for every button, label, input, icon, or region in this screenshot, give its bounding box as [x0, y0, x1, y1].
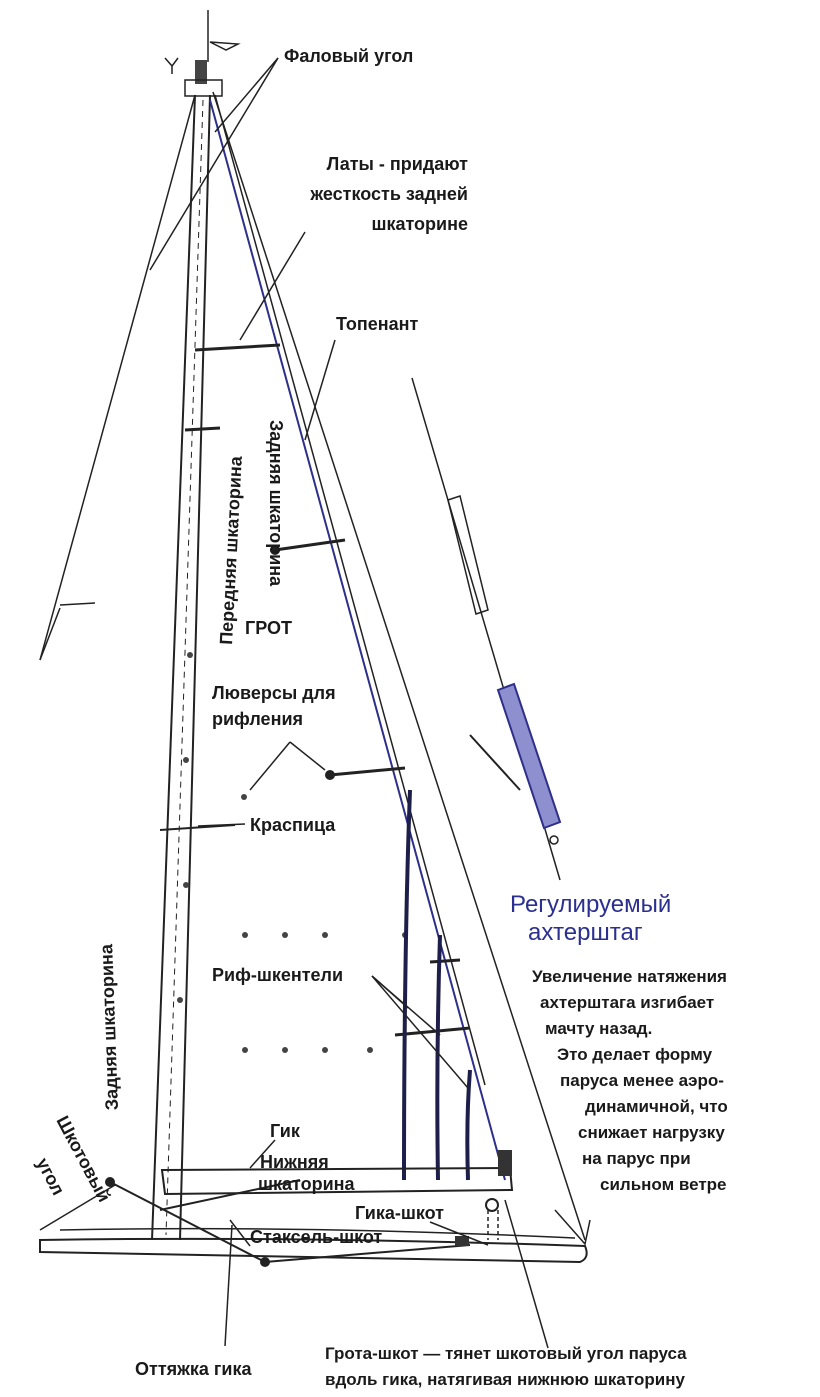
backstay-adjuster — [412, 378, 560, 880]
label-reef-cringles-1: Люверсы для — [212, 683, 336, 703]
label-mainsail: ГРОТ — [245, 618, 292, 638]
label-backstay-desc-8: на парус при — [582, 1149, 691, 1168]
label-topping-lift: Топенант — [336, 314, 418, 334]
label-backstay-desc-9: сильном ветре — [600, 1175, 727, 1194]
spreader — [160, 825, 235, 830]
label-battens-1: Латы - придают — [327, 154, 469, 174]
label-backstay-title-1: Регулируемый — [510, 891, 671, 918]
label-outhaul-2: вдоль гика, натягивая нижнюю шкаторину — [325, 1370, 685, 1389]
label-boom: Гик — [270, 1121, 301, 1141]
topping-lift-line — [215, 95, 485, 1085]
label-battens-3: шкаторине — [371, 214, 468, 234]
label-halyard-corner: Фаловый угол — [284, 46, 413, 66]
label-clew-2: угол — [32, 1154, 68, 1198]
label-backstay-title-2: ахтерштаг — [528, 919, 643, 946]
label-outhaul-1: Грота-шкот — тянет шкотовый угол паруса — [325, 1344, 687, 1363]
label-backstay-desc-3: мачту назад. — [545, 1019, 652, 1038]
label-battens-2: жесткость задней — [309, 184, 468, 204]
label-foot-1: Нижняя — [260, 1152, 329, 1172]
label-vang: Оттяжка гика — [135, 1359, 252, 1379]
forestay — [40, 95, 195, 660]
label-backstay-desc-2: ахтерштага изгибает — [540, 993, 714, 1012]
label-luff: Передняя шкаторина — [216, 455, 246, 646]
sail-leech — [210, 100, 505, 1180]
label-backstay-desc-7: снижает нагрузку — [578, 1123, 725, 1142]
label-jib-sheet: Стаксель-шкот — [250, 1227, 382, 1247]
label-backstay-desc-1: Увеличение натяжения — [532, 967, 727, 986]
label-backstay-desc-5: паруса менее аэро- — [560, 1071, 724, 1090]
leader-lines — [150, 58, 548, 1348]
label-leech-lower: Задняя шкаторина — [96, 943, 122, 1111]
backstay — [213, 92, 585, 1240]
label-boom-sheet: Гика-шкот — [355, 1203, 444, 1223]
label-backstay-desc-6: динамичной, что — [585, 1097, 728, 1116]
label-leech-upper: Задняя шкаторина — [266, 420, 286, 587]
label-foot-2: шкаторина — [258, 1174, 356, 1194]
label-spreader: Краспица — [250, 815, 336, 835]
label-reef-points: Риф-шкентели — [212, 965, 343, 985]
label-reef-cringles-2: рифления — [212, 709, 303, 729]
label-backstay-desc-4: Это делает форму — [557, 1045, 713, 1064]
